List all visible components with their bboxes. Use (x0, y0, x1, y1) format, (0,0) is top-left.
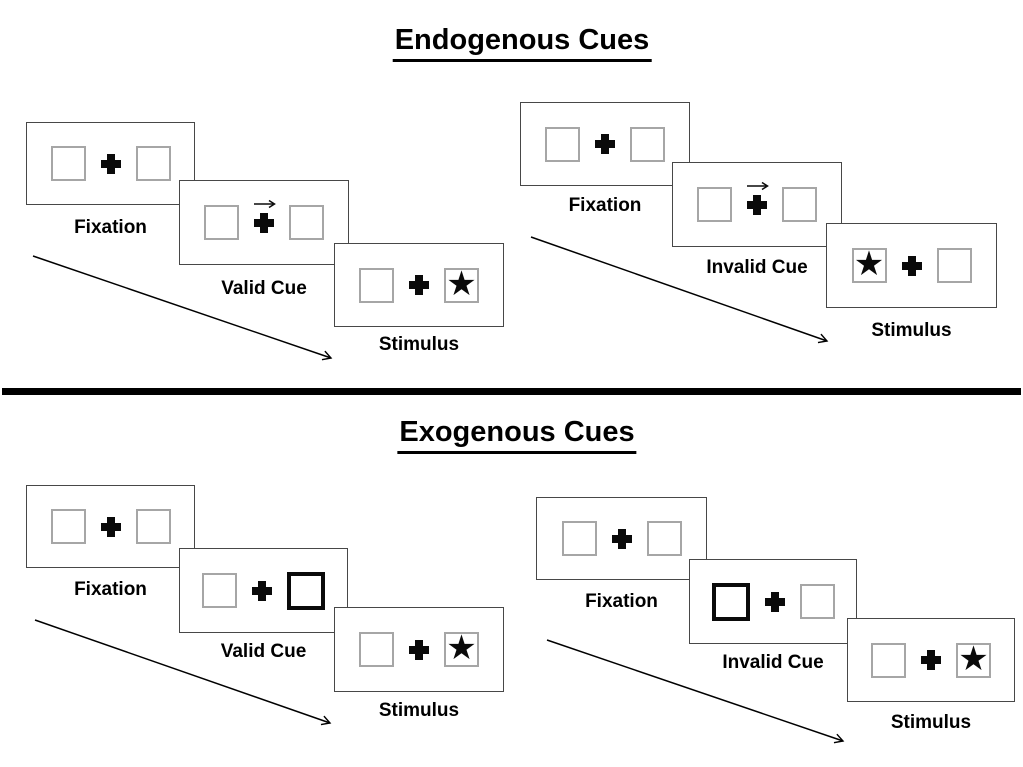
left-box (50, 146, 86, 181)
plus-icon (252, 580, 272, 601)
right-box-bold-cue (287, 571, 325, 610)
fixation-panel (520, 102, 690, 186)
cue-arrow-right-icon (747, 181, 769, 190)
step-label-fixation: Fixation (568, 195, 642, 216)
fixation-cross (252, 580, 272, 601)
step-label-valid-cue: Valid Cue (221, 278, 307, 299)
cue-panel (689, 559, 857, 644)
section-title-endogenous: Endogenous Cues (392, 24, 652, 62)
cue-panel (179, 180, 349, 265)
left-box (871, 642, 906, 678)
right-box (799, 584, 835, 619)
fixation-panel (536, 497, 707, 580)
left-box (204, 205, 239, 240)
left-box (359, 632, 394, 667)
plus-icon (409, 639, 429, 660)
fixation-cross (254, 199, 276, 233)
cue-panel (179, 548, 348, 633)
left-box (561, 521, 597, 556)
left-box (202, 573, 237, 608)
plus-icon (100, 516, 121, 537)
left-box (545, 126, 580, 162)
stimulus-panel: ★ (334, 243, 504, 327)
star-icon: ★ (446, 629, 477, 667)
left-box (50, 509, 86, 544)
fixation-cross (901, 255, 922, 276)
left-box (359, 267, 394, 303)
sequence-arrow-endogenous-valid (32, 255, 333, 361)
fixation-cross (764, 591, 785, 612)
fixation-cross (595, 134, 615, 154)
plus-icon (611, 528, 632, 549)
right-box-star: ★ (444, 264, 479, 303)
star-icon: ★ (853, 245, 885, 283)
plus-icon (901, 255, 922, 276)
stimulus-panel: ★ (826, 223, 997, 308)
fixation-cross (921, 650, 941, 670)
sequence-arrow-exogenous-invalid (546, 639, 845, 744)
fixation-cross (100, 153, 121, 174)
step-label-valid-cue: Valid Cue (220, 641, 307, 662)
plus-icon (764, 591, 785, 612)
step-label-fixation: Fixation (585, 591, 658, 612)
right-box (135, 146, 171, 181)
cue-panel (672, 162, 842, 247)
right-box (782, 187, 817, 222)
step-label-stimulus: Stimulus (871, 320, 952, 341)
star-icon: ★ (446, 264, 477, 303)
plus-icon (100, 153, 121, 174)
right-box (135, 509, 171, 544)
right-box-star: ★ (444, 629, 479, 667)
right-box (630, 126, 665, 162)
right-box-star: ★ (956, 639, 991, 678)
step-label-stimulus: Stimulus (378, 700, 460, 721)
left-box-bold-cue (711, 582, 750, 621)
left-box-star: ★ (851, 245, 887, 283)
left-box (697, 187, 732, 222)
section-divider (2, 388, 1021, 395)
plus-icon (254, 212, 274, 233)
plus-icon (921, 650, 941, 670)
plus-icon (409, 275, 429, 295)
section-title-exogenous: Exogenous Cues (397, 416, 637, 454)
step-label-stimulus: Stimulus (890, 712, 972, 733)
step-label-stimulus: Stimulus (378, 334, 460, 355)
step-label-invalid-cue: Invalid Cue (706, 257, 808, 278)
fixation-cross (747, 181, 769, 215)
sequence-arrow-exogenous-valid (34, 619, 332, 726)
plus-icon (747, 194, 767, 215)
right-box (646, 521, 682, 556)
fixation-cross (100, 516, 121, 537)
fixation-panel (26, 485, 195, 568)
fixation-panel (26, 122, 195, 205)
stimulus-panel: ★ (847, 618, 1015, 702)
star-icon: ★ (958, 639, 989, 678)
sequence-arrow-endogenous-invalid (530, 236, 829, 344)
plus-icon (595, 134, 615, 154)
step-label-fixation: Fixation (74, 217, 147, 238)
fixation-cross (611, 528, 632, 549)
step-label-fixation: Fixation (74, 579, 147, 600)
right-box (936, 248, 972, 283)
stimulus-panel: ★ (334, 607, 504, 692)
cue-arrow-right-icon (254, 199, 276, 208)
fixation-cross (409, 275, 429, 295)
step-label-invalid-cue: Invalid Cue (722, 652, 824, 673)
fixation-cross (409, 639, 429, 660)
right-box (289, 205, 324, 240)
